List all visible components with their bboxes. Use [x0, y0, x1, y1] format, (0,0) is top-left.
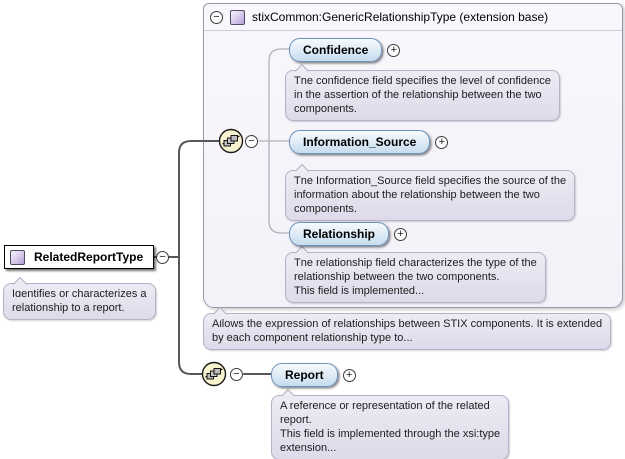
- element-row-relationship: Relationship +: [289, 222, 408, 246]
- element-row-confidence: Confidence +: [289, 38, 401, 62]
- element-confidence[interactable]: Confidence: [289, 38, 383, 62]
- expand-icon[interactable]: +: [394, 227, 408, 241]
- sequence-icon[interactable]: [218, 128, 244, 154]
- expand-icon[interactable]: +: [342, 368, 356, 382]
- extension-doc-bubble: Allows the expression of relationships b…: [203, 313, 612, 350]
- sequence-icon[interactable]: [201, 361, 227, 387]
- report-doc-bubble: A reference or representation of the rel…: [271, 395, 510, 459]
- information-source-doc-bubble: The Information_Source field specifies t…: [285, 170, 576, 221]
- element-row-information-source: Information_Source +: [289, 130, 449, 154]
- collapse-icon[interactable]: −: [210, 10, 223, 24]
- complex-type-icon: [230, 9, 245, 25]
- extension-base-title: stixCommon:GenericRelationshipType (exte…: [252, 10, 549, 24]
- root-doc-bubble: Identifies or characterizes a relationsh…: [3, 283, 156, 320]
- expand-icon[interactable]: +: [435, 135, 449, 149]
- collapse-icon[interactable]: −: [156, 250, 170, 264]
- root-element-box[interactable]: RelatedReportType: [4, 245, 155, 269]
- element-row-report: Report +: [271, 363, 356, 387]
- root-element-row: RelatedReportType −: [4, 245, 170, 269]
- element-report[interactable]: Report: [271, 363, 338, 387]
- element-information-source[interactable]: Information_Source: [289, 130, 431, 154]
- root-element-label: RelatedReportType: [34, 250, 144, 264]
- confidence-doc-bubble: The confidence field specifies the level…: [285, 70, 560, 121]
- relationship-doc-bubble: The relationship field characterizes the…: [285, 252, 546, 303]
- expand-icon[interactable]: +: [387, 43, 401, 57]
- collapse-icon[interactable]: −: [230, 368, 243, 381]
- collapse-icon[interactable]: −: [245, 135, 258, 148]
- element-relationship[interactable]: Relationship: [289, 222, 390, 246]
- extension-base-header: − stixCommon:GenericRelationshipType (ex…: [204, 4, 622, 31]
- complex-type-icon: [10, 249, 25, 265]
